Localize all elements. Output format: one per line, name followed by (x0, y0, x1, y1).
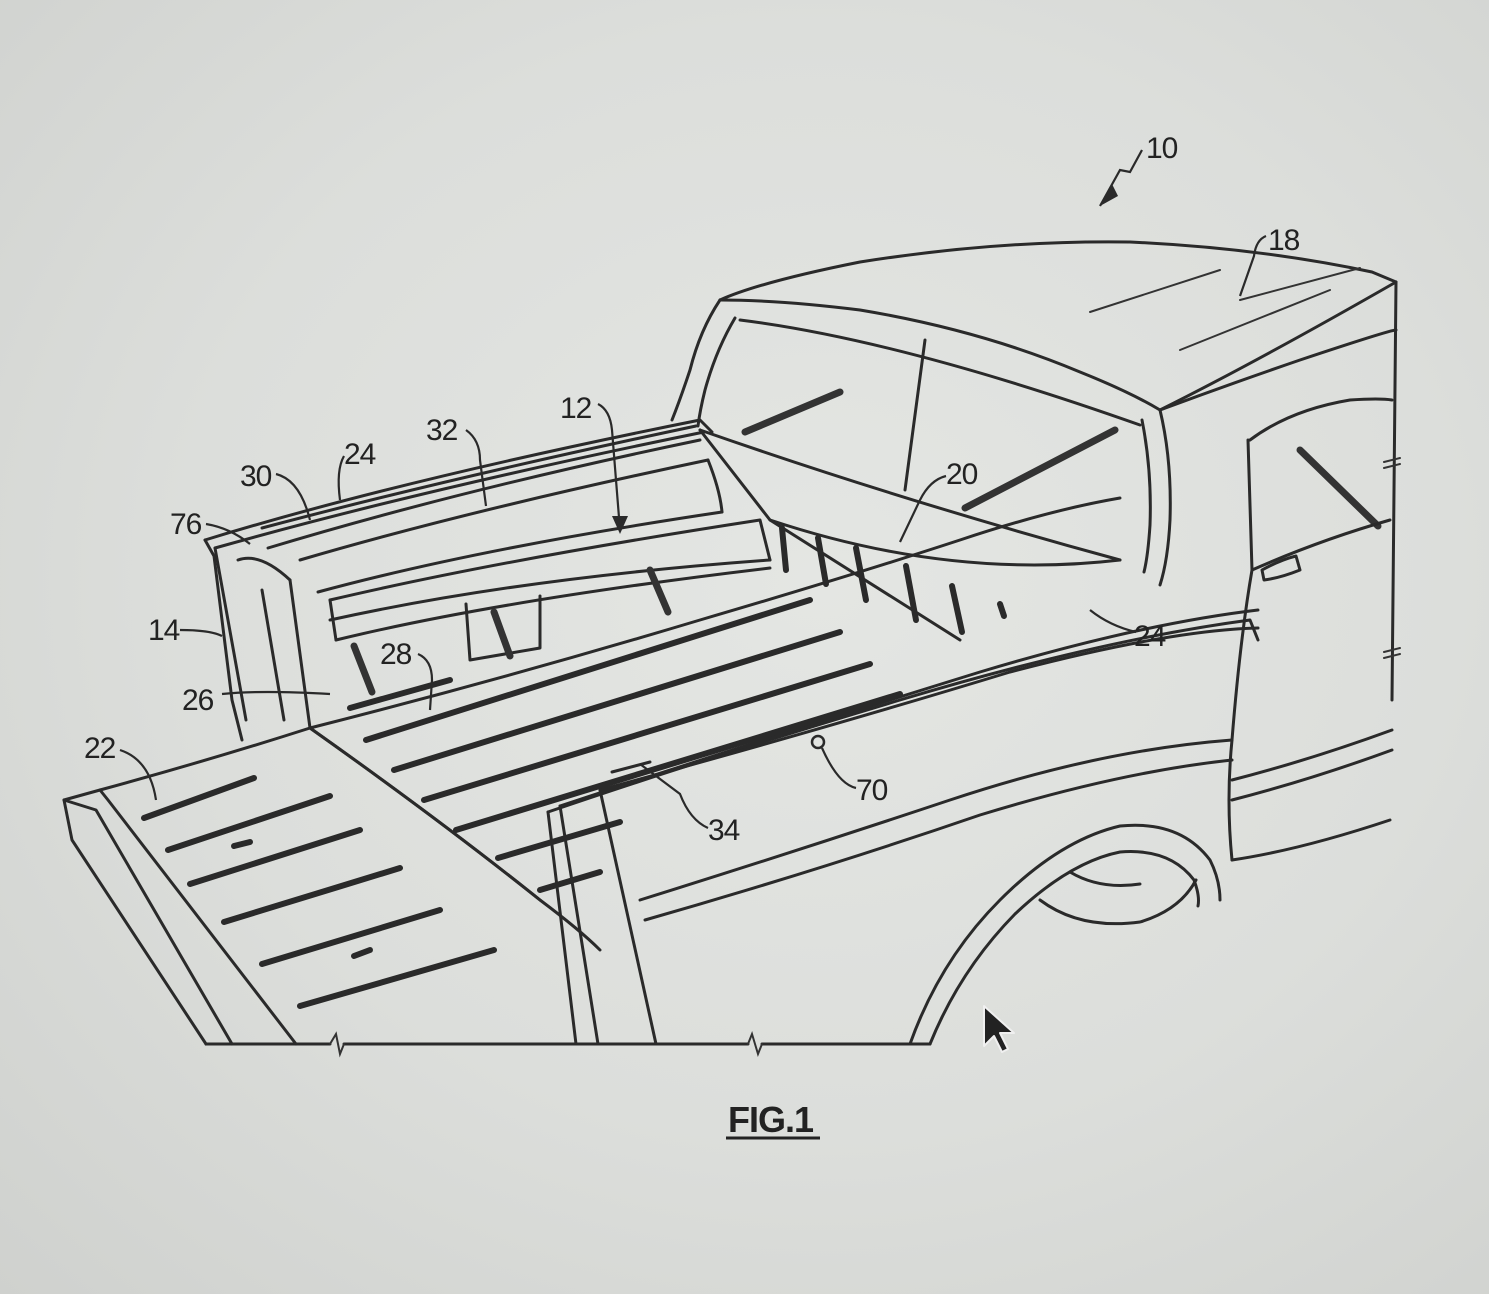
leader-lines (119, 149, 1267, 830)
ref-28: 28 (380, 638, 412, 671)
ref-24-side: 24 (1134, 620, 1166, 653)
ground-break-line (204, 1030, 932, 1058)
ref-20: 20 (946, 458, 978, 491)
ref-76: 76 (170, 508, 202, 541)
ref-30: 30 (240, 460, 272, 493)
ref-70: 70 (856, 774, 888, 807)
figure-label: FIG.1 (728, 1099, 814, 1140)
bed-side-panel (546, 608, 1260, 1046)
mouse-pointer-icon (983, 1005, 1015, 1053)
ref-34: 34 (708, 814, 740, 847)
reference-numerals: 10 18 12 32 24 30 76 20 24 14 28 26 22 7… (84, 132, 1301, 847)
ref-14: 14 (148, 614, 180, 647)
ref-10: 10 (1146, 132, 1178, 165)
cab (670, 240, 1401, 862)
ref-18: 18 (1268, 224, 1300, 257)
ref-22: 22 (84, 732, 116, 765)
ref-12: 12 (560, 392, 592, 425)
figure-caption: FIG.1 (726, 1099, 820, 1140)
ref-24-top: 24 (344, 438, 376, 471)
ref-26: 26 (182, 684, 214, 717)
tailgate (62, 726, 542, 1046)
side-rail-storage (203, 418, 772, 742)
ref-32: 32 (426, 414, 458, 447)
